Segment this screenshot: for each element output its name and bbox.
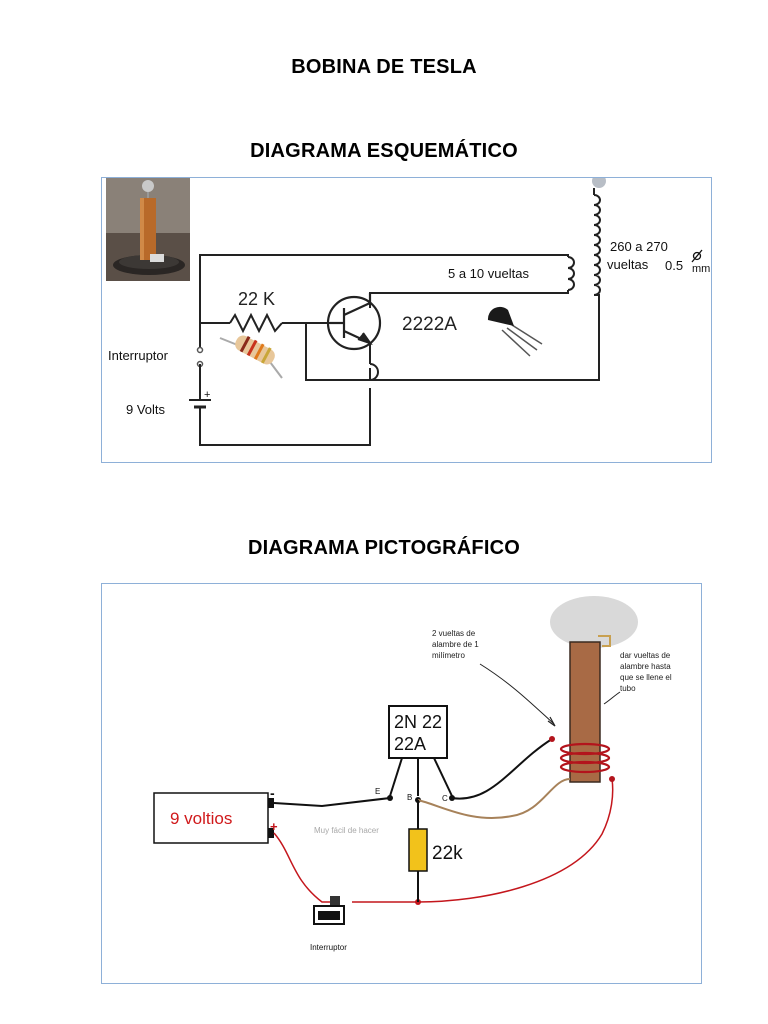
- pictographic-section-title: DIAGRAMA PICTOGRÁFICO: [248, 537, 520, 559]
- battery-plus-sign: +: [204, 389, 210, 401]
- wire-gauge-value: 0.5: [665, 258, 683, 273]
- secondary-coil: [592, 174, 606, 296]
- resistor-label: 22k: [432, 843, 463, 864]
- transistor-package-icon: [487, 306, 543, 357]
- pictographic-diagram-frame: 2 vueltas de alambre de 1 milímetro dar …: [101, 583, 702, 984]
- switch-symbol: [196, 346, 204, 376]
- transistor-pins: [389, 757, 453, 797]
- resistor-label: 22 K: [238, 289, 275, 309]
- switch-label: Interruptor: [108, 348, 169, 363]
- battery-minus-sign: -: [270, 785, 275, 801]
- switch-label: Interruptor: [310, 943, 347, 952]
- battery-label: 9 Volts: [126, 402, 166, 417]
- document-title: BOBINA DE TESLA: [291, 56, 477, 78]
- toroid-wire: [598, 635, 611, 647]
- secondary-note-line1: dar vueltas de: [620, 651, 671, 660]
- transistor-label-line2: 22A: [394, 734, 426, 754]
- wire-coil-red: [352, 778, 614, 903]
- primary-note-arrow: [479, 663, 555, 725]
- battery-label: 9 voltios: [170, 809, 232, 828]
- secondary-coil-turns-label: 260 a 270: [610, 239, 668, 254]
- primary-note-line3: milímetro: [432, 651, 465, 660]
- wire-battery-plus-red: [273, 832, 340, 903]
- switch-component: [313, 896, 345, 925]
- transistor-label-line1: 2N 22: [394, 712, 442, 732]
- battery-plus-sign: +: [270, 819, 278, 834]
- secondary-coil-turns-unit: vueltas: [607, 257, 649, 272]
- primary-note-line2: alambre de 1: [432, 640, 479, 649]
- primary-coil: [559, 742, 611, 774]
- wire-base-brown: [417, 778, 571, 820]
- schematic-diagram-frame: 22 K 2222A 5 a 10 vueltas 260 a 270 vuel…: [101, 174, 712, 463]
- resistor-symbol: [229, 312, 283, 334]
- pin-b-label: B: [407, 793, 412, 802]
- secondary-note-line4: tubo: [620, 684, 636, 693]
- transistor-symbol: [326, 293, 382, 351]
- secondary-note-arrow: [603, 691, 621, 705]
- battery-9v: [153, 792, 269, 844]
- watermark-text: Muy fácil de hacer: [314, 826, 379, 835]
- primary-coil: [567, 256, 575, 291]
- toroid-top-load: [550, 596, 638, 648]
- secondary-note-line3: que se llene el: [620, 673, 672, 682]
- primary-note-line1: 2 vueltas de: [432, 629, 476, 638]
- secondary-note-line2: alambre hasta: [620, 662, 671, 671]
- primary-coil-label: 5 a 10 vueltas: [448, 266, 529, 281]
- crossover-hump: [369, 363, 379, 381]
- wire-gauge-unit: mm: [692, 263, 710, 275]
- schematic-section-title: DIAGRAMA ESQUEMÁTICO: [250, 140, 518, 162]
- schematic-diagram: 22 K 2222A 5 a 10 vueltas 260 a 270 vuel…: [106, 174, 710, 446]
- secondary-tube: [569, 641, 601, 783]
- diameter-icon: [691, 249, 703, 263]
- pin-e-label: E: [375, 787, 380, 796]
- battery-symbol: [189, 376, 211, 418]
- transistor-label: 2222A: [402, 314, 457, 335]
- wire-collector-black: [451, 738, 553, 800]
- wire-emitter-black: [273, 797, 391, 808]
- tesla-coil-photo: [106, 178, 190, 281]
- pin-c-label: C: [442, 794, 448, 803]
- pictographic-diagram: 2 vueltas de alambre de 1 milímetro dar …: [153, 596, 672, 952]
- resistor-22k: [408, 828, 428, 872]
- resistor-photo: [219, 335, 283, 379]
